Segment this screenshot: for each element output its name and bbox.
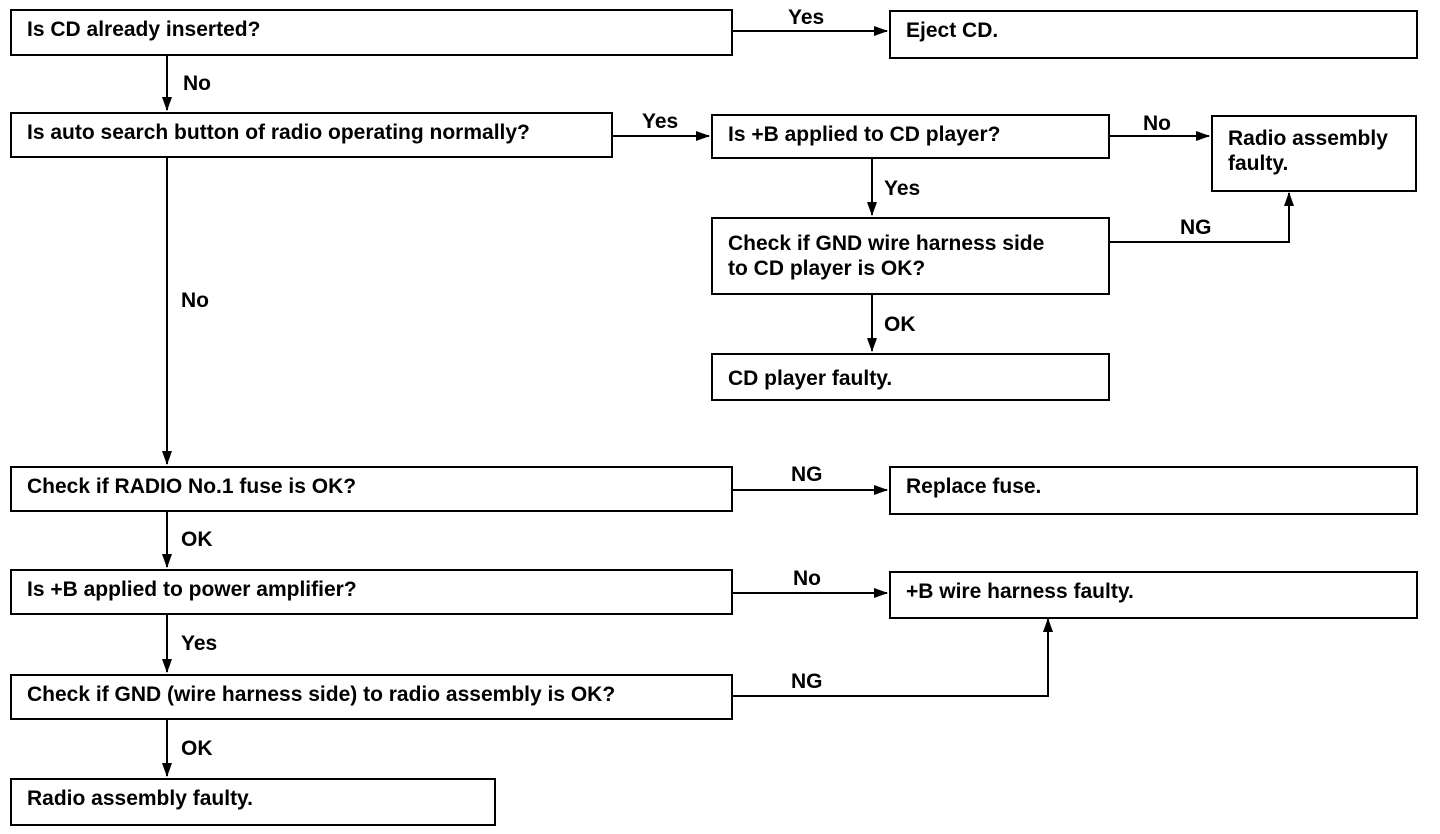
label-yes-eject: Yes <box>788 6 825 29</box>
label-yes-auto: Yes <box>642 110 679 133</box>
step-cd-player-faulty: CD player faulty. <box>711 353 1110 401</box>
step-cd-inserted: Is CD already inserted? <box>10 9 733 56</box>
arrow-ng-to-b-harness <box>733 618 1053 697</box>
label-yes-b-amp: Yes <box>181 632 218 655</box>
step-b-applied-cd: Is +B applied to CD player? <box>711 114 1110 159</box>
label-ng-fuse: NG <box>791 463 823 486</box>
label-yes-b-cd: Yes <box>884 177 921 200</box>
step-radio-faulty-1: Radio assembly faulty. <box>1211 115 1417 192</box>
step-auto-search: Is auto search button of radio operating… <box>10 112 613 158</box>
label-no-cd: No <box>183 72 211 95</box>
label-no-b-cd: No <box>1143 112 1171 135</box>
step-radio-faulty-2: Radio assembly faulty. <box>10 778 496 826</box>
label-ok-gnd-radio: OK <box>181 737 213 760</box>
arrow-ng-to-radio-faulty <box>1110 192 1294 243</box>
label-no-b-amp: No <box>793 567 821 590</box>
step-eject-cd: Eject CD. <box>889 10 1418 59</box>
step-gnd-cd-check: Check if GND wire harness side to CD pla… <box>711 217 1110 295</box>
label-ok-fuse: OK <box>181 528 213 551</box>
label-no-auto: No <box>181 289 209 312</box>
step-fuse-check: Check if RADIO No.1 fuse is OK? <box>10 466 733 512</box>
step-replace-fuse: Replace fuse. <box>889 466 1418 515</box>
step-b-harness-faulty: +B wire harness faulty. <box>889 571 1418 619</box>
label-ng-gnd-cd: NG <box>1180 216 1212 239</box>
label-ok-gnd-cd: OK <box>884 313 916 336</box>
step-gnd-radio-check: Check if GND (wire harness side) to radi… <box>10 674 733 720</box>
step-b-applied-amp: Is +B applied to power amplifier? <box>10 569 733 615</box>
label-ng-gnd-radio: NG <box>791 670 823 693</box>
